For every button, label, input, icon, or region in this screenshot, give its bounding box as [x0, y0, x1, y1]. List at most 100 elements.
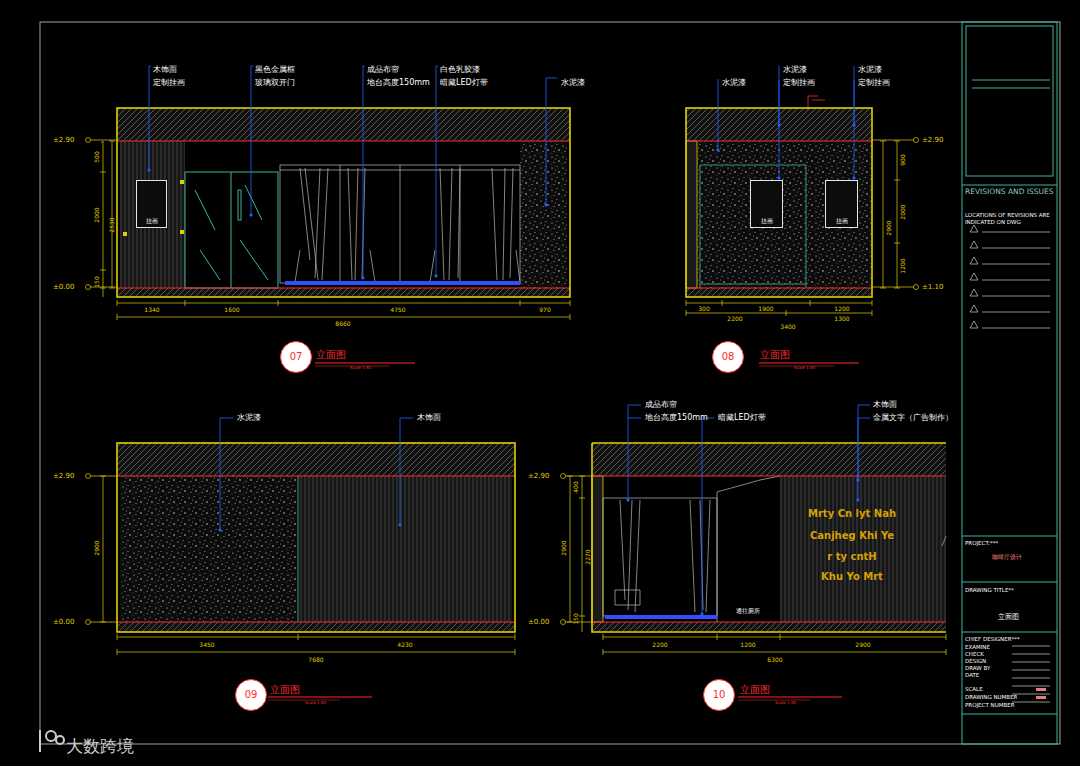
frame-label: 挂画 [761, 218, 773, 224]
title-block-text: CHECK [965, 652, 984, 658]
dimension-text: 300 [698, 306, 709, 312]
dimension-text: 1900 [758, 306, 773, 312]
title-block-text: 咖啡厅设计 [992, 555, 1022, 561]
callout-circle: 10 [703, 679, 735, 711]
dimension-text: 4230 [397, 642, 412, 648]
dimension-text: 3450 [199, 642, 214, 648]
view-title: 立面图 [270, 685, 300, 695]
material-callout: 定制挂画 [153, 79, 185, 87]
view-title: Scale 1:50 [775, 701, 796, 705]
picture-frame: 挂画 [825, 180, 858, 228]
material-callout: 木饰面 [873, 401, 897, 409]
material-callout: 暗藏LED灯带 [718, 414, 766, 422]
dimension-text: 2200 [727, 316, 742, 322]
dimension-text: ±0.00 [53, 284, 74, 291]
title-block-text: PROJECT:*** [965, 541, 998, 547]
dimension-text: 2900 [561, 540, 567, 555]
callout-number: 08 [722, 352, 735, 362]
dimension-text: ±2.90 [53, 137, 74, 144]
note-label: 通往厕所 [735, 608, 761, 614]
dimension-text: 3400 [780, 324, 795, 330]
frame-label: 挂画 [146, 218, 158, 224]
material-callout: 水泥漆 [561, 79, 585, 87]
dimension-text: 400 [573, 481, 579, 492]
dimension-text: ±2.90 [922, 137, 943, 144]
title-block-text: LOCATIONS OF REVISIONS ARE INDICATED ON … [965, 212, 1051, 225]
material-callout: 地台高度150mm [367, 79, 430, 87]
dimension-text: 2000 [900, 204, 906, 219]
dimension-text: 2270 [585, 549, 591, 564]
material-callout: 木饰面 [153, 66, 177, 74]
material-callout: 成品布帘 [645, 401, 677, 409]
title-block-text: REVISIONS AND ISSUES [965, 188, 1054, 196]
title-block-text: DATE [965, 673, 979, 679]
dimension-text: ±0.00 [528, 619, 549, 626]
material-callout: 水泥漆 [783, 66, 807, 74]
title-block-text: DRAW BY [965, 666, 990, 672]
callout-circle: 08 [712, 341, 744, 373]
metal-lettering: Canjheg Khi Ye [810, 531, 894, 541]
callout-number: 09 [245, 690, 258, 700]
frame-label: 挂画 [836, 218, 848, 224]
dimension-text: 6300 [767, 657, 782, 663]
material-callout: 地台高度150mm [645, 414, 708, 422]
material-callout: 玻璃双开门 [255, 79, 295, 87]
title-block-text: DRAWING NUMBER [965, 695, 1017, 701]
material-callout: 水泥漆 [237, 414, 261, 422]
material-callout: 木饰面 [417, 414, 441, 422]
material-callout: 定制挂画 [783, 79, 815, 87]
dimension-text: ±0.00 [53, 619, 74, 626]
view-title: 立面图 [740, 685, 770, 695]
title-block-text: CHIEF DESIGNER*** [965, 637, 1020, 643]
dimension-text: 2900 [886, 220, 892, 235]
dimension-text: 500 [94, 151, 100, 162]
dimension-text: 2200 [652, 642, 667, 648]
title-block-text: PROJECT NUMBER [965, 703, 1014, 709]
view-title: 立面图 [316, 350, 346, 360]
dimension-text: 970 [539, 307, 550, 313]
dimension-text: 1200 [900, 258, 906, 273]
title-block-text: 立面图 [998, 614, 1019, 621]
picture-frame: 挂画 [750, 180, 783, 228]
dimension-text: 7680 [308, 657, 323, 663]
dimension-text: 900 [900, 154, 906, 165]
title-block-text: DRAWING TITLE** [965, 588, 1014, 594]
title-block-text: EXAMINE [965, 645, 990, 651]
material-callout: 成品布帘 [367, 66, 399, 74]
metal-lettering: r ty cntH [827, 552, 876, 562]
view-title: Scale 1:50 [794, 366, 815, 370]
callout-number: 10 [713, 690, 726, 700]
dimension-text: 4750 [390, 307, 405, 313]
material-callout: 金属文字（广告制作） [873, 414, 953, 422]
material-callout: 水泥漆 [722, 79, 746, 87]
dimension-text: 2000 [94, 207, 100, 222]
picture-frame: 挂画 [136, 180, 167, 228]
material-callout: 水泥漆 [858, 66, 882, 74]
material-callout: 白色乳胶漆 [440, 66, 480, 74]
callout-circle: 07 [280, 341, 312, 373]
material-callout: 定制挂画 [858, 79, 890, 87]
callout-number: 07 [290, 352, 303, 362]
dimension-text: ±1.10 [922, 284, 943, 291]
dimension-text: 1600 [224, 307, 239, 313]
watermark: 大数跨境 [66, 738, 134, 755]
dimension-text: ±2.90 [528, 473, 549, 480]
dimension-text: ±2.90 [53, 473, 74, 480]
view-title: Scale 1:50 [350, 366, 371, 370]
dimension-text: 150 [94, 276, 100, 287]
material-callout: 黑色金属框 [255, 66, 295, 74]
view-title: Scale 1:50 [305, 701, 326, 705]
dimension-text: 150 [573, 613, 579, 624]
dimension-text: 1300 [834, 316, 849, 322]
dimension-text: 1200 [834, 306, 849, 312]
metal-lettering: Mrty Cn lyt Nah [808, 509, 896, 519]
view-title: 立面图 [760, 350, 790, 360]
title-block-text: DESIGN [965, 659, 986, 665]
title-block-text: SCALE [965, 687, 983, 693]
callout-circle: 09 [235, 679, 267, 711]
material-callout: 暗藏LED灯带 [440, 79, 488, 87]
dimension-text: 1200 [740, 642, 755, 648]
dimension-text: 2900 [94, 540, 100, 555]
dimension-text: 8660 [335, 321, 350, 327]
